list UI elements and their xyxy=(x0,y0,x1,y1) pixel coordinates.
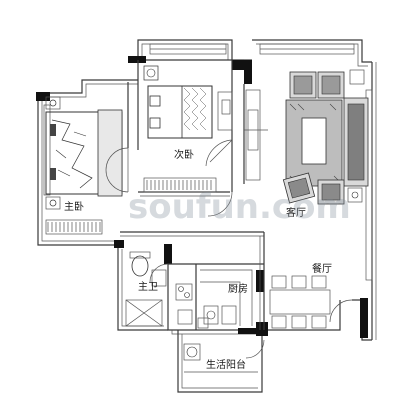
second-wardrobe xyxy=(143,177,217,193)
label-second-bedroom: 次卧 xyxy=(174,148,194,161)
dining-table-set xyxy=(269,275,331,329)
balcony-washer xyxy=(183,343,258,373)
master-wardrobe xyxy=(45,219,103,235)
door-swings xyxy=(149,191,353,359)
label-master-bathroom: 主卫 xyxy=(138,281,158,293)
label-kitchen: 厨房 xyxy=(228,282,248,295)
watermark: soufun.com xyxy=(128,187,351,227)
bathroom-fixtures xyxy=(125,251,167,327)
label-master-bedroom: 主卧 xyxy=(64,200,84,213)
sofa-set xyxy=(282,69,369,205)
kitchen-counter xyxy=(197,269,253,329)
master-nightstands xyxy=(45,96,61,210)
label-dining-room: 餐厅 xyxy=(312,262,332,275)
kitchen-stove xyxy=(175,283,193,325)
label-service-balcony: 生活阳台 xyxy=(206,358,246,371)
tv-cabinet xyxy=(244,89,268,181)
desk-and-chair xyxy=(205,91,233,167)
master-bed xyxy=(45,109,123,197)
label-living-room: 客厅 xyxy=(286,206,306,219)
second-bed xyxy=(143,65,213,139)
